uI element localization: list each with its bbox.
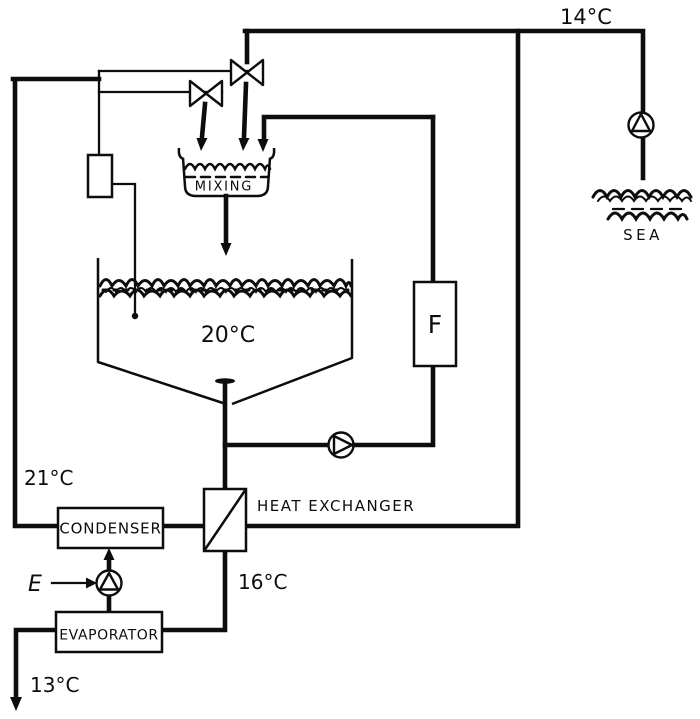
energy-input-label: E: [28, 572, 42, 597]
heat-exchanger-diagonal: [202, 488, 248, 552]
level-probe-line: [110, 182, 137, 314]
mixing-water-surface: [183, 162, 272, 179]
heat-exchanger-label: HEAT EXCHANGER: [257, 497, 415, 515]
pipe-right-valve-drop: [241, 81, 249, 140]
mixing-tub-right-rim: [268, 147, 276, 161]
evaporator-label: EVAPORATOR: [59, 628, 159, 644]
sea-waves: [591, 189, 693, 223]
mixing-valve-right-icon: [229, 58, 265, 87]
hx-outlet-temp-label: 16°C: [238, 570, 287, 594]
heat-exchanger-symbol: [202, 487, 248, 553]
pipe-left-valve-drop: [199, 101, 208, 140]
arrow-into-condenser: [103, 548, 115, 560]
filter-pump-icon: [327, 431, 355, 459]
mixing-tank-label: MIXING: [195, 180, 253, 195]
pipe-filter-return: [261, 114, 436, 142]
compressor-pump-icon: [95, 569, 123, 597]
mixing-valve-left-icon: [188, 79, 224, 108]
filter-label: F: [428, 310, 442, 339]
arrow-right-valve-into-mixing: [238, 138, 250, 151]
condenser-label: CONDENSER: [59, 520, 161, 538]
level-controller-box: [86, 153, 114, 199]
pipe-sea-supply-header: [242, 28, 646, 117]
mixing-tub-outline: [181, 157, 272, 198]
pipe-pump-to-filter: [350, 363, 436, 448]
mixing-tub-left-rim: [177, 147, 185, 161]
pool-water-surface: [98, 278, 353, 299]
sea-label: SEA: [623, 226, 663, 244]
level-probe-float: [131, 312, 139, 320]
arrow-left-valve-into-mixing: [196, 138, 208, 151]
pipe-hx-to-evaporator-16c: [159, 548, 228, 633]
filter-box: [412, 280, 458, 368]
pool-tank-left-wall: [96, 258, 227, 406]
arrow-filter-return-into-mixing: [257, 139, 269, 152]
discharge-temp-label: 13°C: [30, 673, 79, 697]
condenser-outlet-temp-label: 21°C: [24, 466, 73, 490]
pipe-condenser-riser-21c: [10, 76, 102, 529]
pool-temp-label: 20°C: [201, 323, 255, 348]
sea-water-temp-label: 14°C: [560, 5, 612, 29]
pool-drain-fitting: [215, 378, 235, 384]
arrow-mixing-into-pool: [220, 243, 232, 256]
pipe-sea-downcomer-to-hx: [245, 28, 521, 529]
pool-tank-right-wall: [231, 259, 354, 406]
energy-arrow-head: [86, 577, 97, 589]
pipe-evaporator-discharge: [13, 627, 59, 701]
sea-pump-icon: [627, 111, 655, 139]
evaporator-box: [54, 610, 164, 654]
condenser-box: [56, 506, 165, 550]
arrow-discharge-13c: [10, 697, 22, 711]
